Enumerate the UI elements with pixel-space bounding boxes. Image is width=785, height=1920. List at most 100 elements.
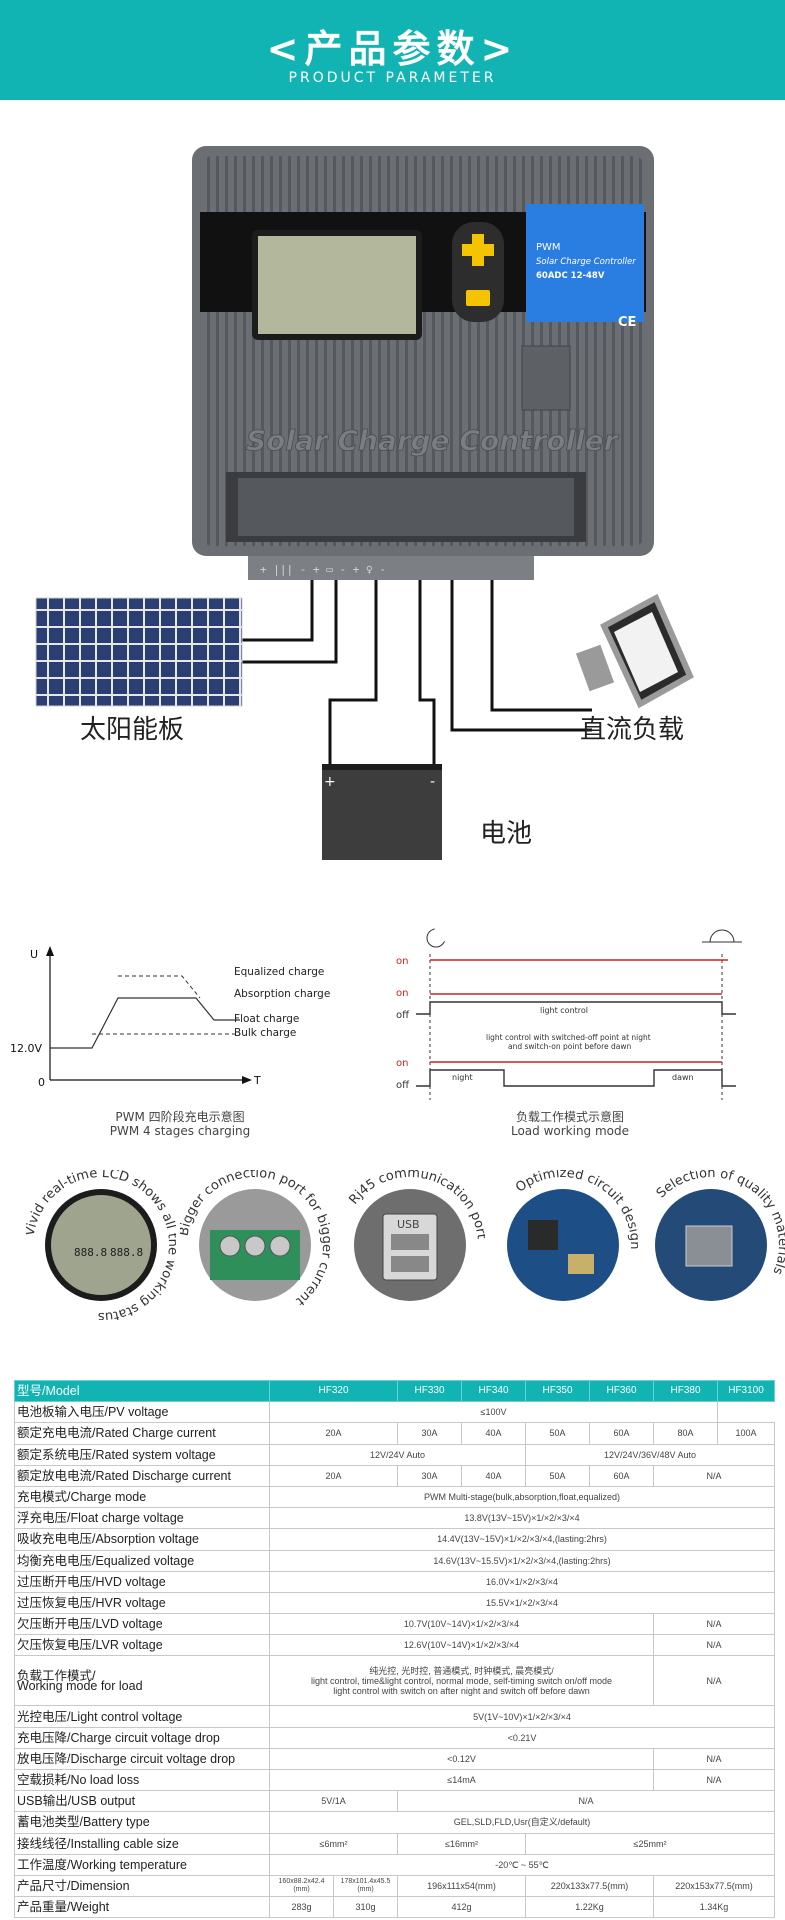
row-label: 额定放电电流/Rated Discharge current xyxy=(14,1464,270,1487)
battery-image: + - xyxy=(322,764,442,860)
feature-lcd: 888.8 888.8 Vivid real-time LCD shows al… xyxy=(26,1170,176,1320)
table-header-model: HF340 xyxy=(461,1379,527,1403)
table-header-model: HF380 xyxy=(653,1379,719,1403)
row-label: 额定系统电压/Rated system voltage xyxy=(14,1443,270,1466)
note-line1: light control with switched-off point at… xyxy=(486,1033,651,1042)
table-cell: 40A xyxy=(461,1464,527,1487)
table-cell: 纯光控, 光时控, 普通模式, 时钟模式, 晨亮模式/ light contro… xyxy=(268,1655,655,1707)
night-label: night xyxy=(452,1073,473,1082)
table-header-model: HF3100 xyxy=(717,1379,776,1403)
table-cell: N/A xyxy=(653,1747,776,1771)
usb-label: USB xyxy=(397,1218,420,1231)
table-cell: PWM Multi-stage(bulk,absorption,float,eq… xyxy=(268,1485,776,1509)
terminal-labels: + ||| - + ▭ - + ♀ - xyxy=(260,563,386,576)
lcd-digits-1: 888.8 xyxy=(74,1246,107,1259)
table-cell: 12.6V(10V~14V)×1/×2/×3/×4 xyxy=(268,1634,655,1657)
table-cell: 80A xyxy=(653,1422,719,1445)
table-cell: 15.5V×1/×2/×3/×4 xyxy=(268,1591,776,1615)
dc-load-lamp-image xyxy=(575,593,694,709)
charge-caption-en: PWM 4 stages charging xyxy=(109,1124,251,1138)
table-cell: 1.22Kg xyxy=(525,1896,655,1919)
table-cell: 60A xyxy=(589,1464,655,1487)
table-cell: 16.0V×1/×2/×3/×4 xyxy=(268,1570,776,1593)
table-cell: 100A xyxy=(717,1422,776,1445)
panel-text-rating: 60ADC 12-48V xyxy=(536,271,605,281)
charge-controller: PWM Solar Charge Controller 60ADC 12-48V… xyxy=(192,146,654,580)
table-cell: 310g xyxy=(332,1896,399,1919)
table-cell: 30A xyxy=(397,1422,463,1445)
charge-y-axis-label: U xyxy=(30,948,38,961)
row-label: 充电压降/Charge circuit voltage drop xyxy=(14,1726,270,1749)
legend-absorption: Absorption charge xyxy=(234,988,330,1000)
plus-button-icon xyxy=(462,234,494,266)
table-header-model: HF330 xyxy=(397,1379,463,1403)
table-header-model: HF360 xyxy=(589,1379,655,1403)
table-header-label: 型号/Model xyxy=(14,1379,270,1403)
table-cell: ≤14mA xyxy=(268,1768,655,1792)
row-label: 过压断开电压/HVD voltage xyxy=(14,1570,270,1593)
page-header: <产品参数> PRODUCT PARAMETER xyxy=(0,0,785,100)
table-cell: ≤6mm² xyxy=(268,1832,399,1855)
page-subtitle: PRODUCT PARAMETER xyxy=(288,70,497,86)
table-cell: 220x133x77.5(mm) xyxy=(525,1874,655,1898)
table-cell: 14.4V(13V~15V)×1/×2/×3/×4,(lasting:2hrs) xyxy=(268,1528,776,1551)
row-label: 浮充电压/Float charge voltage xyxy=(14,1507,270,1530)
table-cell: 1.34Kg xyxy=(653,1896,776,1919)
table-cell: 283g xyxy=(269,1896,334,1919)
table-cell: 160x88.2x42.4 (mm) xyxy=(269,1874,334,1898)
row-label: 产品重量/Weight xyxy=(14,1896,270,1919)
load-chart-caption: 负载工作模式示意图 Load working mode xyxy=(470,1110,670,1138)
table-header-model: HF350 xyxy=(525,1379,591,1403)
table-cell: 20A xyxy=(268,1464,399,1487)
minus-button-icon xyxy=(466,290,490,306)
table-row: 放电压降/Discharge circuit voltage drop<0.12… xyxy=(14,1747,776,1771)
table-cell: 412g xyxy=(397,1896,527,1919)
legend-equalized: Equalized charge xyxy=(234,966,324,978)
battery-plus-text: + xyxy=(324,774,336,790)
table-cell: N/A xyxy=(397,1790,776,1813)
solar-panel-image xyxy=(35,597,243,707)
engraved-brand-text: Solar Charge Controller xyxy=(246,424,620,457)
sun-icon xyxy=(702,929,742,943)
table-cell: ≤25mm² xyxy=(525,1832,776,1855)
solar-panel-label: 太阳能板 xyxy=(80,715,184,745)
table-cell: N/A xyxy=(653,1655,776,1707)
charge-stages-chart: U T 0 12.0V Equalized charge Absorption … xyxy=(10,946,330,1089)
row-label: 负载工作模式/ Working mode for load xyxy=(14,1655,270,1707)
charge-origin-label: 0 xyxy=(38,1076,45,1089)
feature-usb: USB Rj45 communication port xyxy=(346,1170,485,1301)
legend-float: Float charge xyxy=(234,1013,299,1025)
table-cell: ≤16mm² xyxy=(397,1832,527,1855)
table-cell: -20℃ ~ 55℃ xyxy=(268,1853,776,1876)
table-row: 电池板输入电压/PV voltage≤100V xyxy=(14,1401,775,1424)
table-cell: N/A xyxy=(653,1634,776,1657)
row-label: 光控电压/Light control voltage xyxy=(14,1705,270,1728)
table-cell: ≤100V xyxy=(268,1401,719,1424)
note-line2: and switch-on point before dawn xyxy=(508,1042,632,1051)
table-cell: 10.7V(10V~14V)×1/×2/×3/×4 xyxy=(268,1613,655,1636)
row-label: 电池板输入电压/PV voltage xyxy=(14,1401,270,1424)
table-row: 接线线径/Installing cable size≤6mm²≤16mm²≤25… xyxy=(14,1832,776,1855)
row3-on-label: on xyxy=(396,1058,408,1069)
row-label: USB输出/USB output xyxy=(14,1790,270,1813)
row2-on-label: on xyxy=(396,988,408,999)
table-cell: 12V/24V/36V/48V Auto xyxy=(525,1443,776,1466)
table-cell: 13.8V(13V~15V)×1/×2/×3/×4 xyxy=(268,1507,776,1530)
feature-connection: Bigger connection port for bigger curren… xyxy=(180,1170,330,1308)
table-cell: N/A xyxy=(653,1464,776,1487)
table-cell: 196x111x54(mm) xyxy=(397,1874,527,1898)
panel-text-model: Solar Charge Controller xyxy=(536,257,636,267)
lcd-digits-2: 888.8 xyxy=(110,1246,143,1259)
